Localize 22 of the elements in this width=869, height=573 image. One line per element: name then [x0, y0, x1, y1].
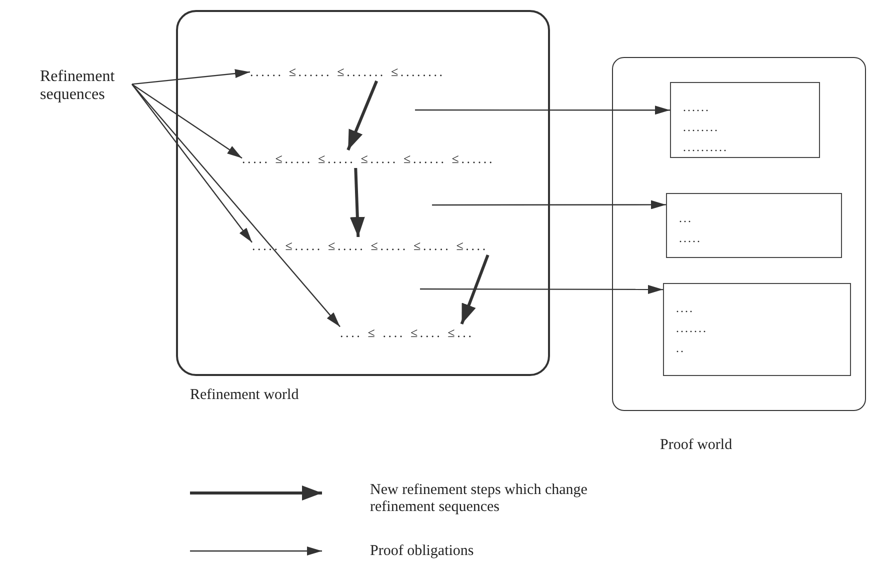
arrow	[346, 80, 378, 151]
proof-box: .... ....... ..	[663, 283, 851, 376]
arrow	[132, 84, 242, 159]
arrow	[460, 254, 490, 325]
legend-text: New refinement steps which change refinement sequences	[370, 482, 588, 516]
arrow	[132, 84, 252, 243]
region-title: Proof world	[660, 437, 732, 454]
sequence-label: Refinement sequences	[40, 68, 132, 104]
legend-text: Proof obligations	[370, 543, 475, 560]
arrow	[132, 69, 250, 85]
arrow	[350, 168, 365, 238]
proof-box: ...... ........ ..........	[670, 82, 820, 158]
region-title: Refinement world	[190, 387, 299, 404]
arrow	[415, 106, 670, 115]
arrow	[432, 200, 666, 210]
refinement-sequence: ..... ≤..... ≤..... ≤..... ≤..... ≤....	[252, 237, 488, 255]
refinement-sequence: ..... ≤..... ≤..... ≤..... ≤...... ≤......	[242, 150, 495, 168]
proof-box: ... .....	[666, 193, 842, 258]
arrow	[420, 284, 663, 294]
arrow	[132, 84, 340, 328]
refinement-sequence: ...... ≤...... ≤....... ≤........	[250, 63, 445, 81]
refinement-sequence: .... ≤ .... ≤.... ≤...	[340, 324, 474, 342]
